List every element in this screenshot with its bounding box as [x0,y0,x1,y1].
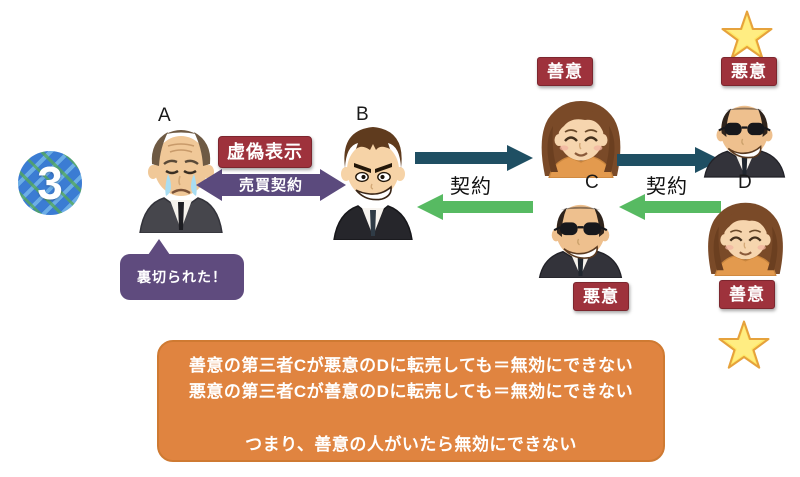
summary-conclusion: つまり、善意の人がいたら無効にできない [245,434,577,454]
sales-contract-double-arrow [196,169,346,201]
person-c-label: C [585,172,599,193]
contract-arrow-b-to-c [415,145,533,171]
false-representation-box: 虚偽表示 [218,136,312,168]
badge-c-bad-faith: 悪意 [573,282,629,311]
person-c-bad-faith-avatar [538,203,623,278]
sales-contract-label: 売買契約 [238,177,303,194]
badge-d-good-faith: 善意 [719,280,775,309]
person-d-good-faith-avatar [706,201,785,276]
person-b-label: B [356,104,369,125]
contract-bc-label: 契約 [450,176,492,198]
contract-cd-label: 契約 [646,176,688,198]
person-a-label: A [158,105,171,126]
summary-line-1: 善意の第三者Cが悪意のDに転売しても＝無効にできない [188,356,634,375]
star-icon [721,10,773,59]
resale-arrow-d-to-c [619,194,721,220]
summary-box: 善意の第三者Cが悪意のDに転売しても＝無効にできない 悪意の第三者Cが善意のDに… [157,340,665,462]
step-number-circle: 3 [18,151,82,215]
person-d-bad-faith-avatar [703,104,786,178]
star-icon [718,320,770,369]
badge-c-good-faith: 善意 [537,57,593,86]
speech-bubble-tail [148,239,170,255]
person-c-good-faith-avatar [540,99,622,178]
person-d-label: D [738,172,752,193]
contract-arrow-c-to-d [617,147,721,173]
badge-d-bad-faith: 悪意 [721,57,777,86]
speech-bubble-text: 裏切られた！ [137,269,227,285]
summary-line-2: 悪意の第三者Cが善意のDに転売しても＝無効にできない [188,382,634,402]
step-number: 3 [37,157,63,209]
speech-bubble: 裏切られた！ [120,239,244,300]
resale-arrow-c-to-b [417,194,533,220]
